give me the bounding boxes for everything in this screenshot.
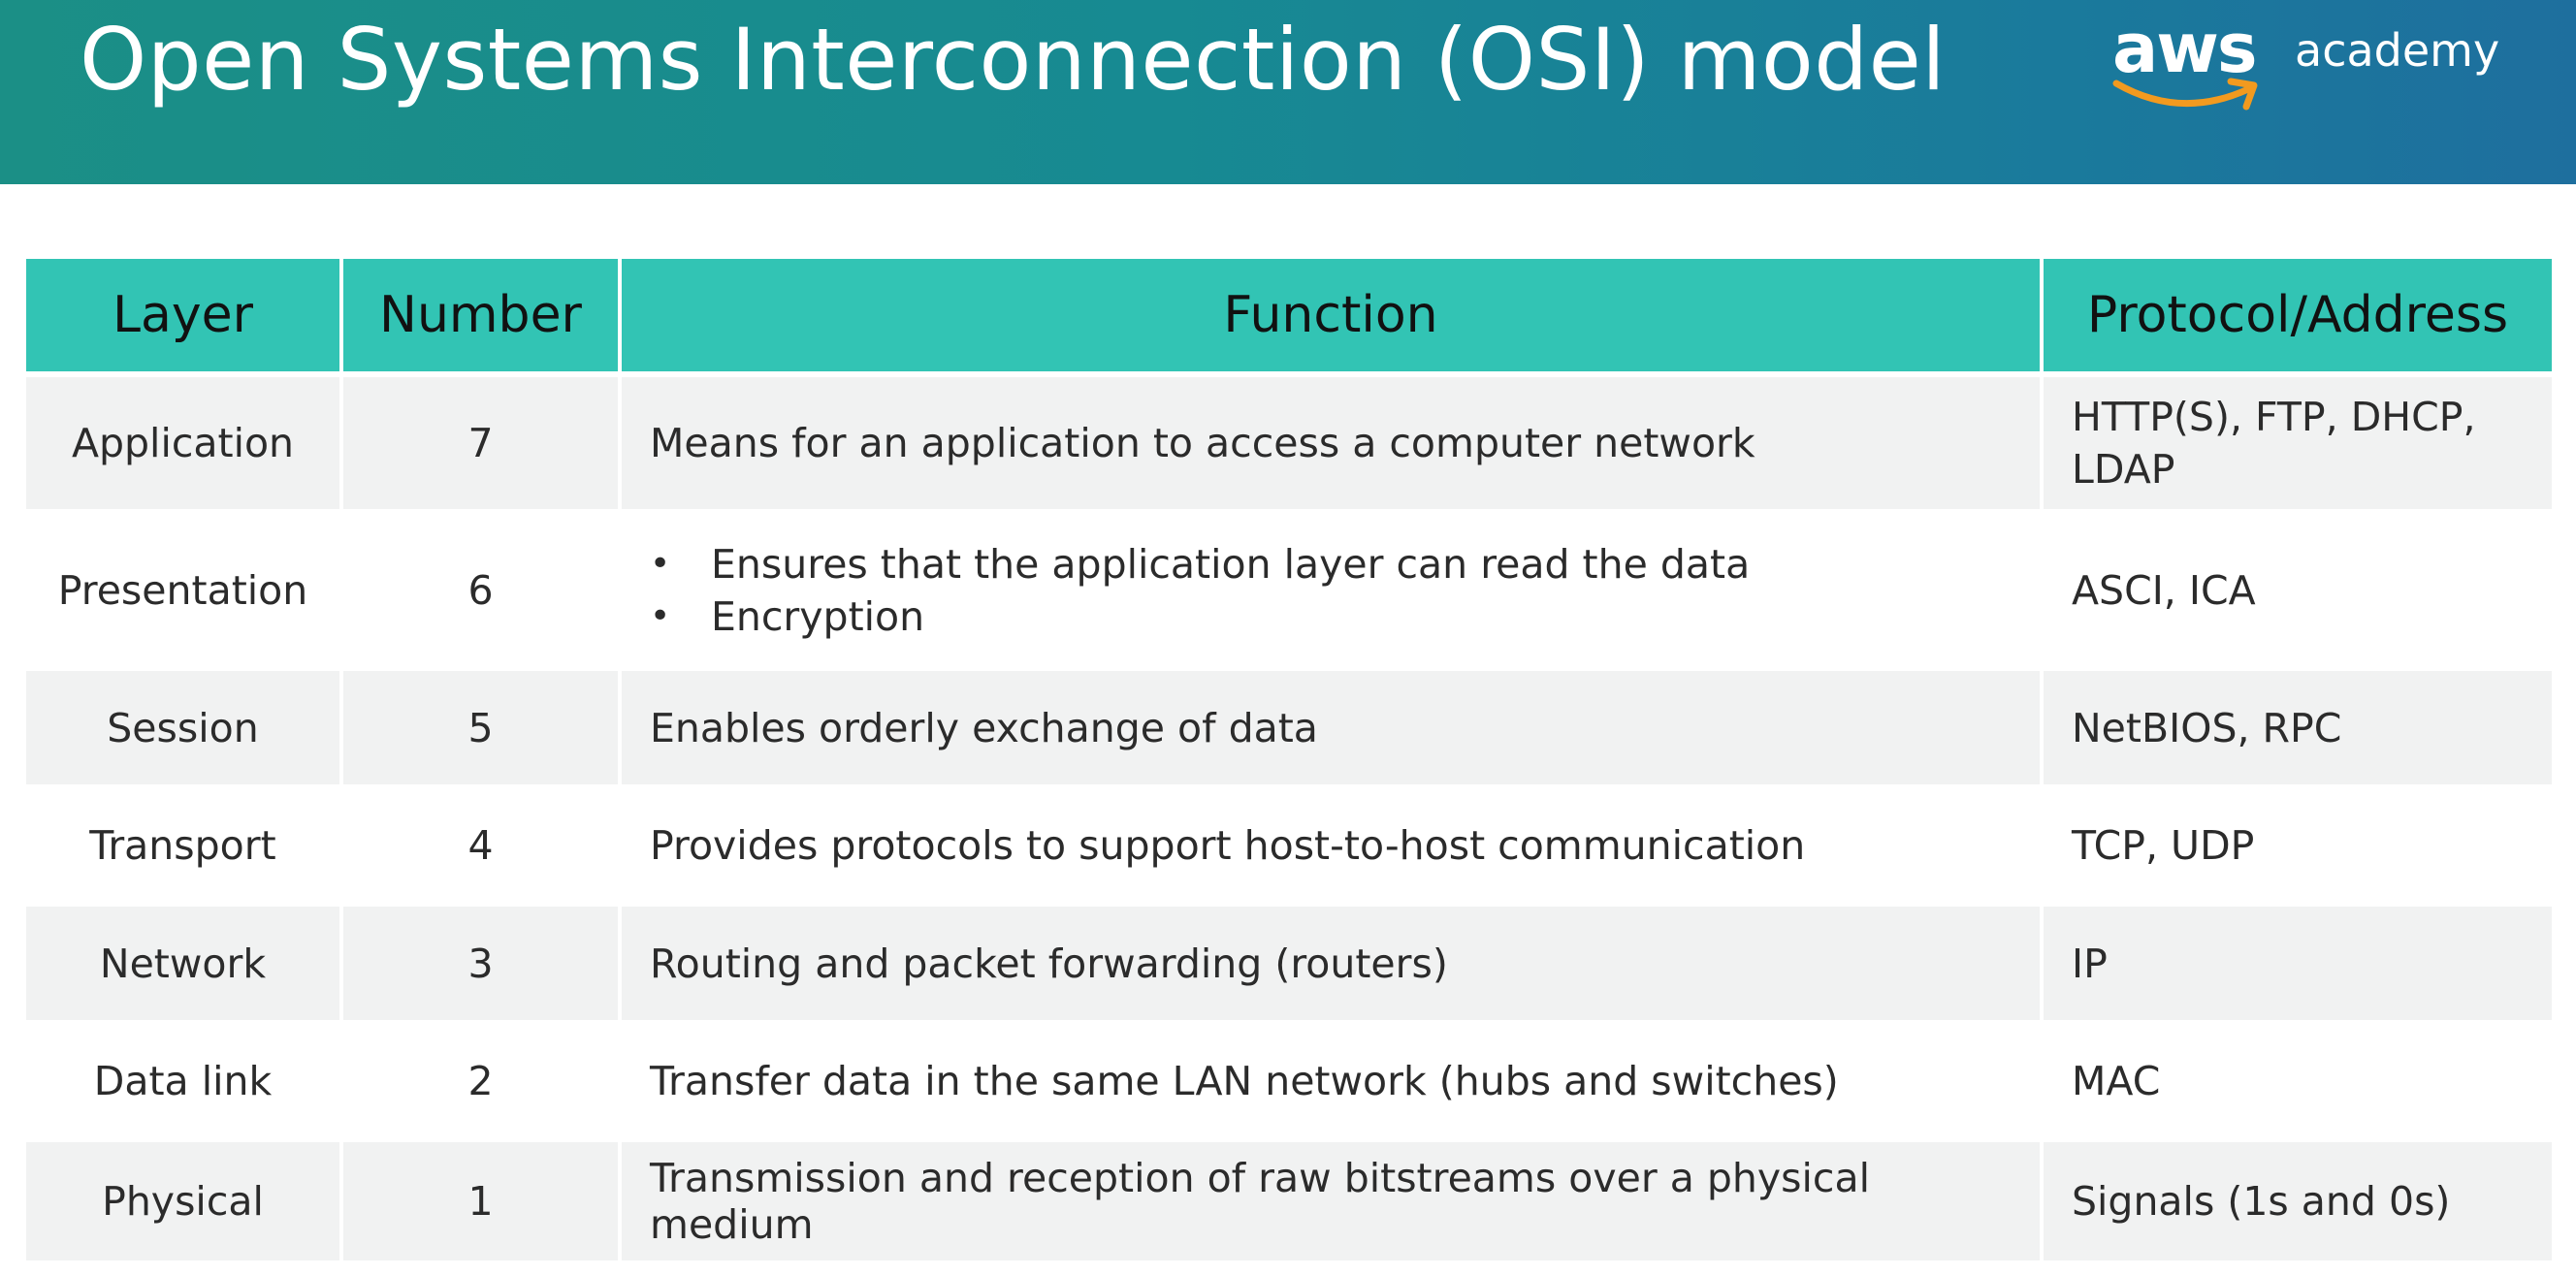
function-cell: Enables orderly exchange of data: [622, 671, 2040, 784]
table-row-session: Session 5 Enables orderly exchange of da…: [26, 671, 2552, 784]
layer-cell: Physical: [26, 1142, 339, 1260]
number-cell: 3: [343, 907, 618, 1020]
number-cell: 6: [343, 509, 618, 671]
table-row-transport: Transport 4 Provides protocols to suppor…: [26, 784, 2552, 907]
logo-aws-text: aws: [2112, 9, 2258, 88]
logo-academy-text: academy: [2295, 24, 2500, 77]
function-cell: Transfer data in the same LAN network (h…: [622, 1020, 2040, 1142]
protocol-cell: IP: [2044, 907, 2552, 1020]
table-header-row: Layer Number Function Protocol/Address: [26, 259, 2552, 377]
number-cell: 2: [343, 1020, 618, 1142]
protocol-cell: NetBIOS, RPC: [2044, 671, 2552, 784]
layer-cell: Transport: [26, 784, 339, 907]
table-row-network: Network 3 Routing and packet forwarding …: [26, 907, 2552, 1020]
function-cell: Transmission and reception of raw bitstr…: [622, 1142, 2040, 1260]
layer-cell: Data link: [26, 1020, 339, 1142]
column-header-function: Function: [622, 259, 2040, 377]
protocol-cell: Signals (1s and 0s): [2044, 1142, 2552, 1260]
function-cell: Means for an application to access a com…: [622, 377, 2040, 509]
function-bullet-list: Ensures that the application layer can r…: [650, 538, 2040, 643]
page-title: Open Systems Interconnection (OSI) model: [80, 10, 1947, 110]
aws-smile-icon: [2112, 78, 2258, 111]
aws-academy-logo: aws academy: [2103, 10, 2510, 121]
table-row-presentation: Presentation 6 Ensures that the applicat…: [26, 509, 2552, 671]
column-header-number: Number: [343, 259, 618, 377]
function-bullet-item: Ensures that the application layer can r…: [650, 538, 2040, 590]
protocol-cell: ASCI, ICA: [2044, 509, 2552, 671]
column-header-layer: Layer: [26, 259, 339, 377]
protocol-cell: HTTP(S), FTP, DHCP, LDAP: [2044, 377, 2552, 509]
function-cell: Routing and packet forwarding (routers): [622, 907, 2040, 1020]
number-cell: 7: [343, 377, 618, 509]
number-cell: 1: [343, 1142, 618, 1260]
number-cell: 5: [343, 671, 618, 784]
table-row-physical: Physical 1 Transmission and reception of…: [26, 1142, 2552, 1260]
layer-cell: Application: [26, 377, 339, 509]
osi-model-table: Layer Number Function Protocol/Address A…: [22, 259, 2556, 1260]
protocol-cell: MAC: [2044, 1020, 2552, 1142]
title-banner: Open Systems Interconnection (OSI) model…: [0, 0, 2576, 184]
function-cell: Provides protocols to support host-to-ho…: [622, 784, 2040, 907]
function-cell: Ensures that the application layer can r…: [622, 509, 2040, 671]
table-row-data-link: Data link 2 Transfer data in the same LA…: [26, 1020, 2552, 1142]
number-cell: 4: [343, 784, 618, 907]
protocol-cell: TCP, UDP: [2044, 784, 2552, 907]
layer-cell: Presentation: [26, 509, 339, 671]
layer-cell: Network: [26, 907, 339, 1020]
function-bullet-item: Encryption: [650, 590, 2040, 643]
layer-cell: Session: [26, 671, 339, 784]
column-header-protocol: Protocol/Address: [2044, 259, 2552, 377]
table-row-application: Application 7 Means for an application t…: [26, 377, 2552, 509]
